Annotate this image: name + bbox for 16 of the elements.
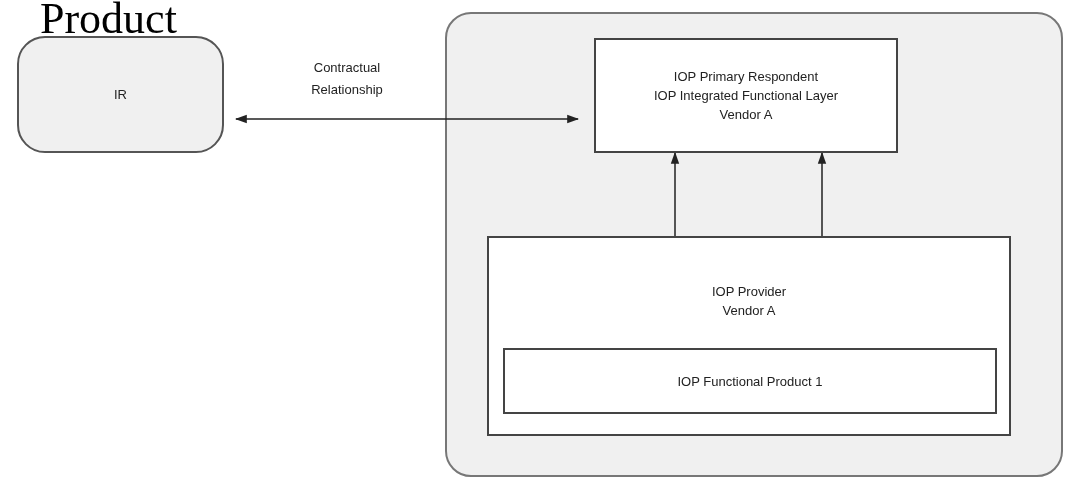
arrow — [817, 151, 827, 237]
container-panel — [445, 12, 1063, 477]
node-text: Vendor A — [722, 302, 776, 320]
node-text: Vendor A — [719, 106, 773, 124]
rounded-box — [17, 36, 224, 153]
node-text: IR — [114, 86, 127, 104]
node-text: IOP Functional Product 1 — [677, 372, 823, 391]
arrow — [234, 114, 580, 124]
node-text: IOP Provider — [711, 283, 787, 301]
node-text: IOP Integrated Functional Layer — [653, 87, 838, 105]
page-title: Product — [40, 0, 177, 38]
process-box — [503, 348, 997, 414]
node-text: IOP Primary Respondent — [673, 68, 819, 86]
process-box — [487, 236, 1011, 436]
arrow — [670, 151, 680, 237]
process-box — [594, 38, 898, 153]
